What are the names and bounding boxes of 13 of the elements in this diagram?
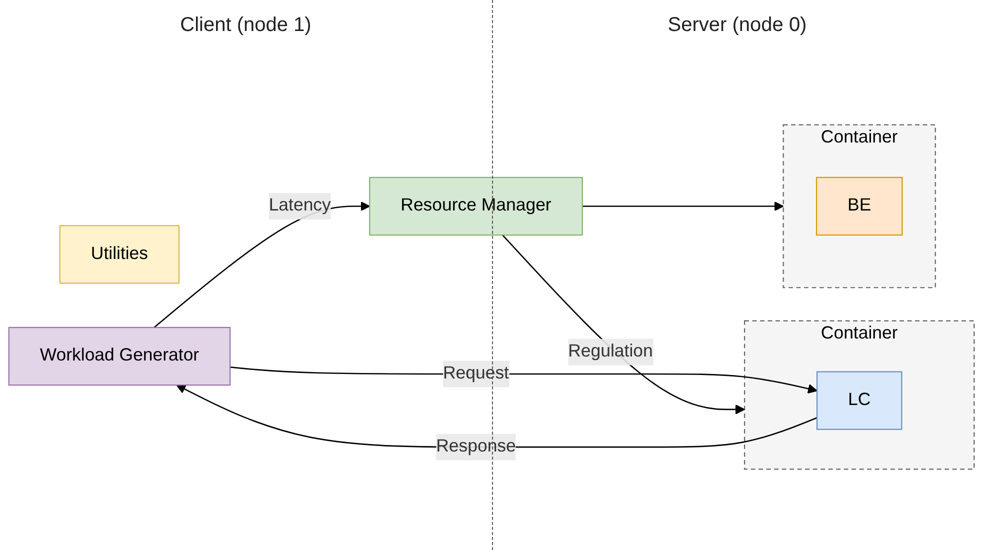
edge-label: Response <box>436 438 516 456</box>
section-heading: Client (node 1) <box>179 14 312 36</box>
edge-label: Request <box>442 364 509 384</box>
edge-label: Regulation <box>568 342 653 362</box>
node-box: Resource Manager <box>369 177 583 236</box>
node-box: BE <box>816 177 903 236</box>
edge-label: Latency <box>268 196 331 216</box>
node-box: LC <box>816 372 902 430</box>
arrow <box>502 235 745 415</box>
arrow <box>582 202 784 212</box>
section-heading: Server (node 0) <box>666 14 808 36</box>
node-box: Utilities <box>59 226 180 284</box>
node-box: Workload Generator <box>8 327 231 386</box>
